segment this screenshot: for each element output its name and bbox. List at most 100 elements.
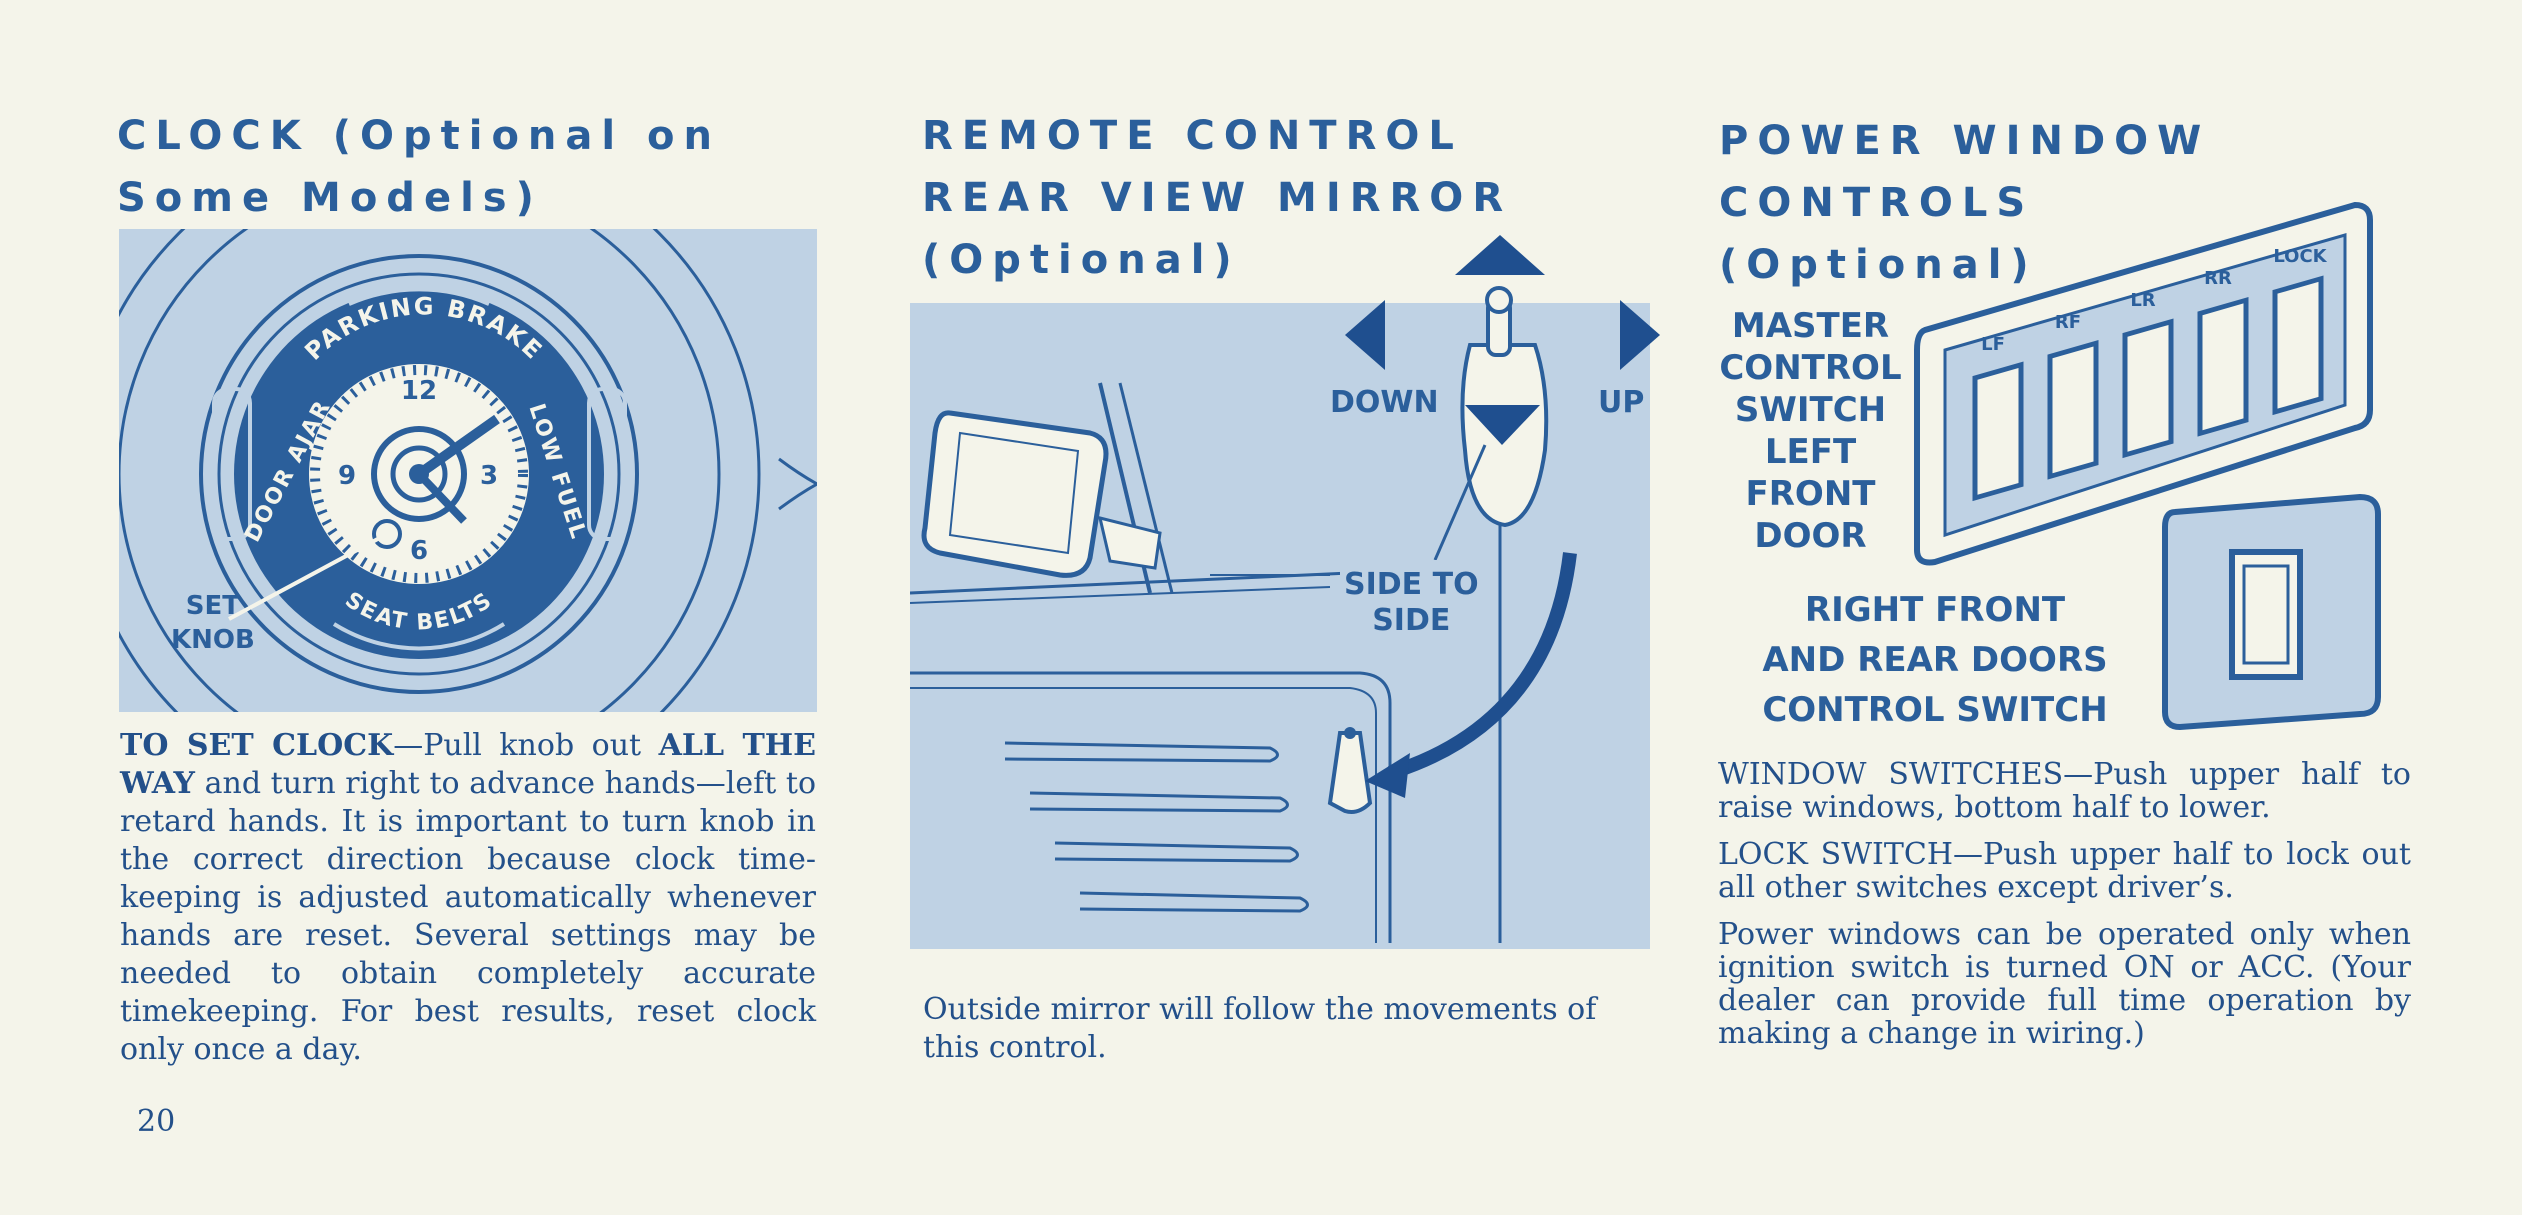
- right-switch-drawing: [2162, 493, 2381, 731]
- mirror-drawing: [910, 382, 1577, 943]
- remote-control-lever-ball: [1485, 286, 1513, 314]
- outer-ring-1: [119, 229, 761, 712]
- door-control-knob: [1327, 731, 1373, 814]
- mirror-mount: [1097, 515, 1162, 570]
- window-heading-line2: CONTROLS: [1719, 180, 2035, 226]
- mirror-caption: Outside mirror will follow the movements…: [923, 992, 1597, 1065]
- numeral-12: 12: [401, 376, 437, 406]
- follow-arrow: [1387, 552, 1577, 780]
- master-label-line-4: LEFT: [1764, 432, 1857, 472]
- trim-line-4: [1079, 891, 1309, 913]
- switch-label-rr: RR: [2204, 268, 2232, 289]
- set-knob-callout: SET KNOB: [171, 589, 255, 657]
- door-panel-edge: [910, 671, 1392, 943]
- mirror-heading-line2: REAR VIEW MIRROR: [922, 175, 1513, 221]
- master-label-line-6: DOOR: [1754, 516, 1867, 556]
- switch-rr: RR: [2197, 268, 2249, 437]
- mirror-label-side-line2: SIDE: [1372, 603, 1451, 638]
- arrow-down-icon: [1465, 405, 1540, 445]
- clock-heading: CLOCK (Optional on Some Models): [117, 105, 721, 229]
- mirror-label-side: SIDE TO SIDE: [1340, 567, 1483, 639]
- clock-drawing: 12 3 6 9 PARKING BRAKE SEAT BELTS DOOR A…: [119, 229, 817, 712]
- mirror-heading-line1: REMOTE CONTROL: [922, 113, 1463, 159]
- lock-switch-paragraph: LOCK SWITCH—Push upper half to lock out …: [1718, 838, 2411, 904]
- clock-instructions-emphasis: ALL THE WAY: [120, 728, 816, 801]
- numeral-6: 6: [410, 536, 428, 566]
- ignition-paragraph: Power windows can be operated only when …: [1718, 917, 2411, 1051]
- mirror-heading: REMOTE CONTROL REAR VIEW MIRROR (Optiona…: [922, 105, 1512, 291]
- right-switch-label: RIGHT FRONT AND REAR DOORS CONTROL SWITC…: [1740, 585, 2130, 735]
- trim-line-3: [1054, 841, 1299, 863]
- door-lamp-outline: [212, 387, 252, 541]
- dial-ticks: [310, 365, 528, 583]
- clock-heading-line1: CLOCK (Optional on: [117, 113, 721, 159]
- right-label-line-3: CONTROL SWITCH: [1762, 690, 2108, 730]
- master-label-line-2: CONTROL: [1719, 348, 1902, 388]
- clock-instructions-text-1: Pull knob out: [423, 728, 659, 763]
- master-label-line-1: MASTER: [1731, 306, 1890, 346]
- mirror-glass: [948, 431, 1080, 555]
- clock-illustration: 12 3 6 9 PARKING BRAKE SEAT BELTS DOOR A…: [119, 229, 817, 712]
- bezel-ring: [199, 254, 639, 694]
- window-switches-text: Push upper half to raise windows, bottom…: [1718, 757, 2411, 825]
- outside-mirror: [921, 410, 1109, 578]
- window-switches-paragraph: WINDOW SWITCHES—Push upper half to raise…: [1718, 758, 2411, 824]
- bezel-ring-inner: [217, 272, 621, 676]
- master-switch-drawing: LF RF LR RR LOCK: [1914, 201, 2373, 566]
- window-heading-line3: (Optional): [1719, 242, 2038, 288]
- right-switch-rocker: [2229, 549, 2303, 680]
- follow-arrow-head: [1365, 753, 1410, 798]
- switch-rf: RF: [2047, 312, 2099, 480]
- arrow-right-icon: [1620, 300, 1660, 370]
- callout-knob: KNOB: [171, 625, 255, 655]
- window-pillar-inner: [1118, 382, 1174, 594]
- trim-line-2: [1029, 791, 1289, 813]
- switch-label-rf: RF: [2055, 312, 2081, 333]
- right-label-line-2: AND REAR DOORS: [1762, 640, 2108, 680]
- window-switches-lead: WINDOW SWITCHES: [1718, 757, 2064, 792]
- mirror-label-up: UP: [1598, 385, 1645, 420]
- lock-switch-text: Push upper half to lock out all other sw…: [1718, 837, 2411, 905]
- arrow-left-icon: [1345, 300, 1385, 370]
- arrow-up-icon: [1455, 235, 1545, 275]
- seatbelt-lamp-outline: [332, 622, 506, 651]
- mirror-heading-line3: (Optional): [922, 237, 1241, 283]
- mirror-label-side-line1: SIDE TO: [1344, 567, 1479, 602]
- brake-lamp-outline: [348, 287, 490, 306]
- numeral-9: 9: [338, 461, 356, 491]
- switch-label-lf: LF: [1981, 334, 2005, 355]
- master-label-line-3: SWITCH: [1734, 390, 1887, 430]
- lock-switch-dash: —: [1953, 837, 1984, 872]
- dial-hub-ring: [371, 426, 467, 522]
- right-switch-rocker-inner: [2242, 564, 2290, 665]
- clock-instructions-lead: TO SET CLOCK: [120, 728, 394, 763]
- minute-hand: [416, 414, 500, 479]
- page-number: 20: [137, 1104, 176, 1139]
- door-panel-edge-2: [910, 687, 1377, 943]
- numeral-3: 3: [480, 461, 498, 491]
- window-heading: POWER WINDOW CONTROLS (Optional): [1719, 110, 2210, 296]
- clock-heading-line2: Some Models): [117, 175, 543, 221]
- master-label-line-5: FRONT: [1745, 474, 1876, 514]
- mirror-control-drawing: [1345, 235, 1660, 560]
- mirror-label-down: DOWN: [1330, 385, 1439, 420]
- switch-label-lr: LR: [2130, 290, 2155, 311]
- window-switches-dash: —: [2063, 757, 2094, 792]
- beltline-2: [910, 586, 1331, 604]
- switch-label-lock: LOCK: [2273, 246, 2327, 267]
- outer-ring-2: [119, 229, 721, 712]
- callout-set: SET: [185, 591, 241, 621]
- clock-instructions-text-2: and turn right to advance hands—left to …: [120, 766, 816, 1067]
- master-switch-label: MASTER CONTROL SWITCH LEFT FRONT DOOR: [1718, 305, 1903, 557]
- trim-line-1: [1004, 741, 1279, 763]
- dial-hub: [390, 445, 448, 503]
- clock-instructions-dash: —: [393, 728, 424, 763]
- window-instructions: WINDOW SWITCHES—Push upper half to raise…: [1718, 758, 2411, 1064]
- door-control-knob-tip: [1344, 727, 1356, 739]
- set-knob-leader: [228, 532, 388, 621]
- right-label-line-1: RIGHT FRONT: [1804, 590, 2066, 630]
- switch-lr: LR: [2122, 290, 2174, 459]
- switch-lock: LOCK: [2272, 246, 2328, 416]
- beltline: [910, 571, 1351, 595]
- bezel-tab: [778, 457, 817, 511]
